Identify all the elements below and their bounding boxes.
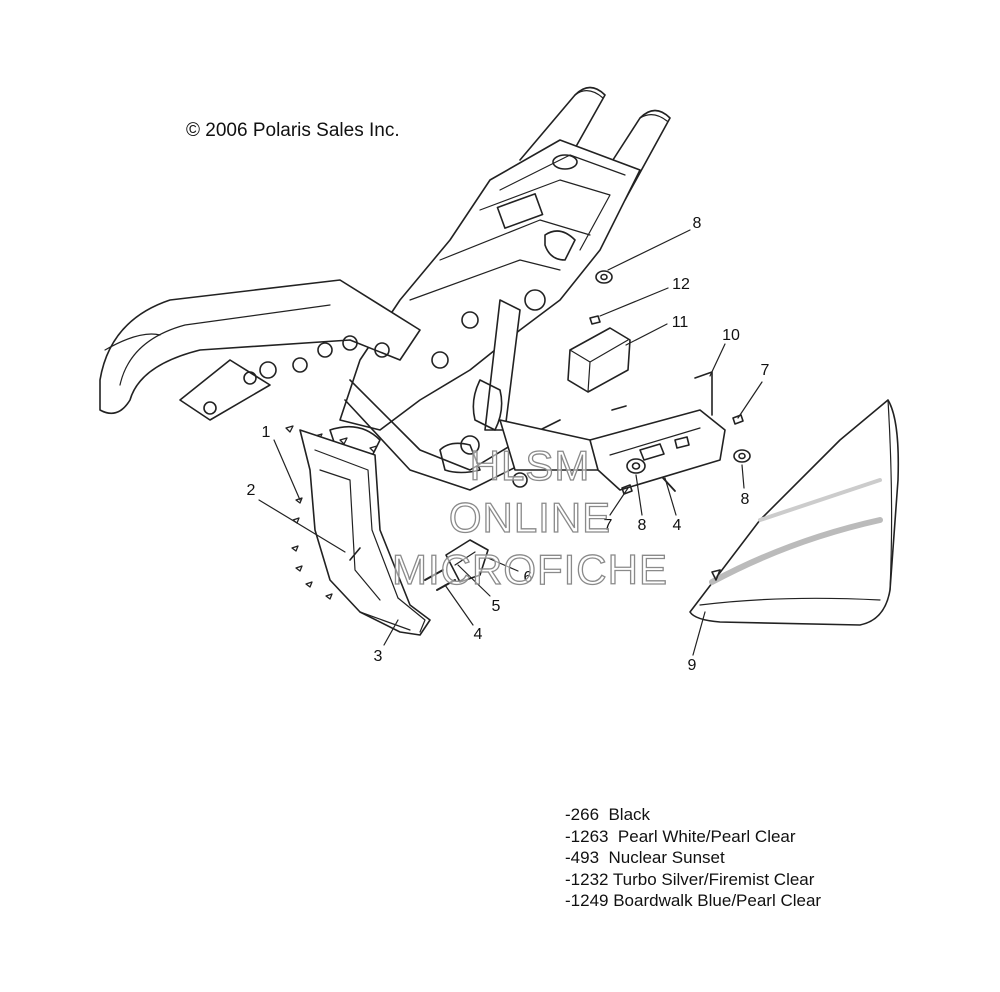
color-options-list: -266 Black -1263 Pearl White/Pearl Clear…	[565, 804, 821, 912]
copyright-notice: © 2006 Polaris Sales Inc.	[186, 120, 400, 141]
watermark-line-3: MICROFICHE	[391, 545, 668, 593]
part-9-side-cover	[689, 399, 900, 626]
color-option: -1232 Turbo Silver/Firemist Clear	[565, 869, 815, 889]
frame-main	[339, 139, 641, 431]
callout-1: 1	[261, 424, 271, 441]
callout-8: 8	[740, 491, 750, 508]
frame-rear-loop	[99, 279, 421, 421]
part-2-3-side-cover	[299, 429, 431, 636]
callout-4: 4	[672, 517, 682, 534]
callout-5: 5	[491, 598, 501, 615]
part-11-module	[567, 315, 631, 393]
callout-8: 8	[637, 517, 647, 534]
color-option: -493 Nuclear Sunset	[565, 848, 725, 867]
color-option: -1249 Boardwalk Blue/Pearl Clear	[565, 891, 822, 910]
part-4-5-6-hardware	[424, 539, 489, 591]
part-7-screws	[621, 414, 744, 495]
callout-7: 7	[603, 517, 613, 534]
callout-3: 3	[373, 648, 383, 665]
callout-2: 2	[246, 482, 256, 499]
frame-lower-rails	[329, 299, 601, 491]
callout-6: 6	[523, 569, 533, 586]
watermark: HLSM ONLINE MICROFICHE	[390, 440, 670, 596]
callout-10: 10	[722, 327, 740, 344]
part-10-bracket	[589, 371, 726, 491]
callout-11: 11	[671, 314, 689, 331]
part-8-grommets	[595, 270, 751, 474]
color-option: -266 Black	[565, 805, 651, 824]
callout-7: 7	[760, 362, 770, 379]
callout-12: 12	[672, 276, 690, 293]
callout-9: 9	[687, 657, 697, 674]
watermark-line-2: ONLINE	[448, 493, 612, 541]
callout-8: 8	[692, 215, 702, 232]
callout-4: 4	[473, 626, 483, 643]
watermark-line-1: HLSM	[469, 441, 591, 489]
leader-lines	[258, 229, 763, 656]
color-option: -1263 Pearl White/Pearl Clear	[565, 826, 796, 846]
